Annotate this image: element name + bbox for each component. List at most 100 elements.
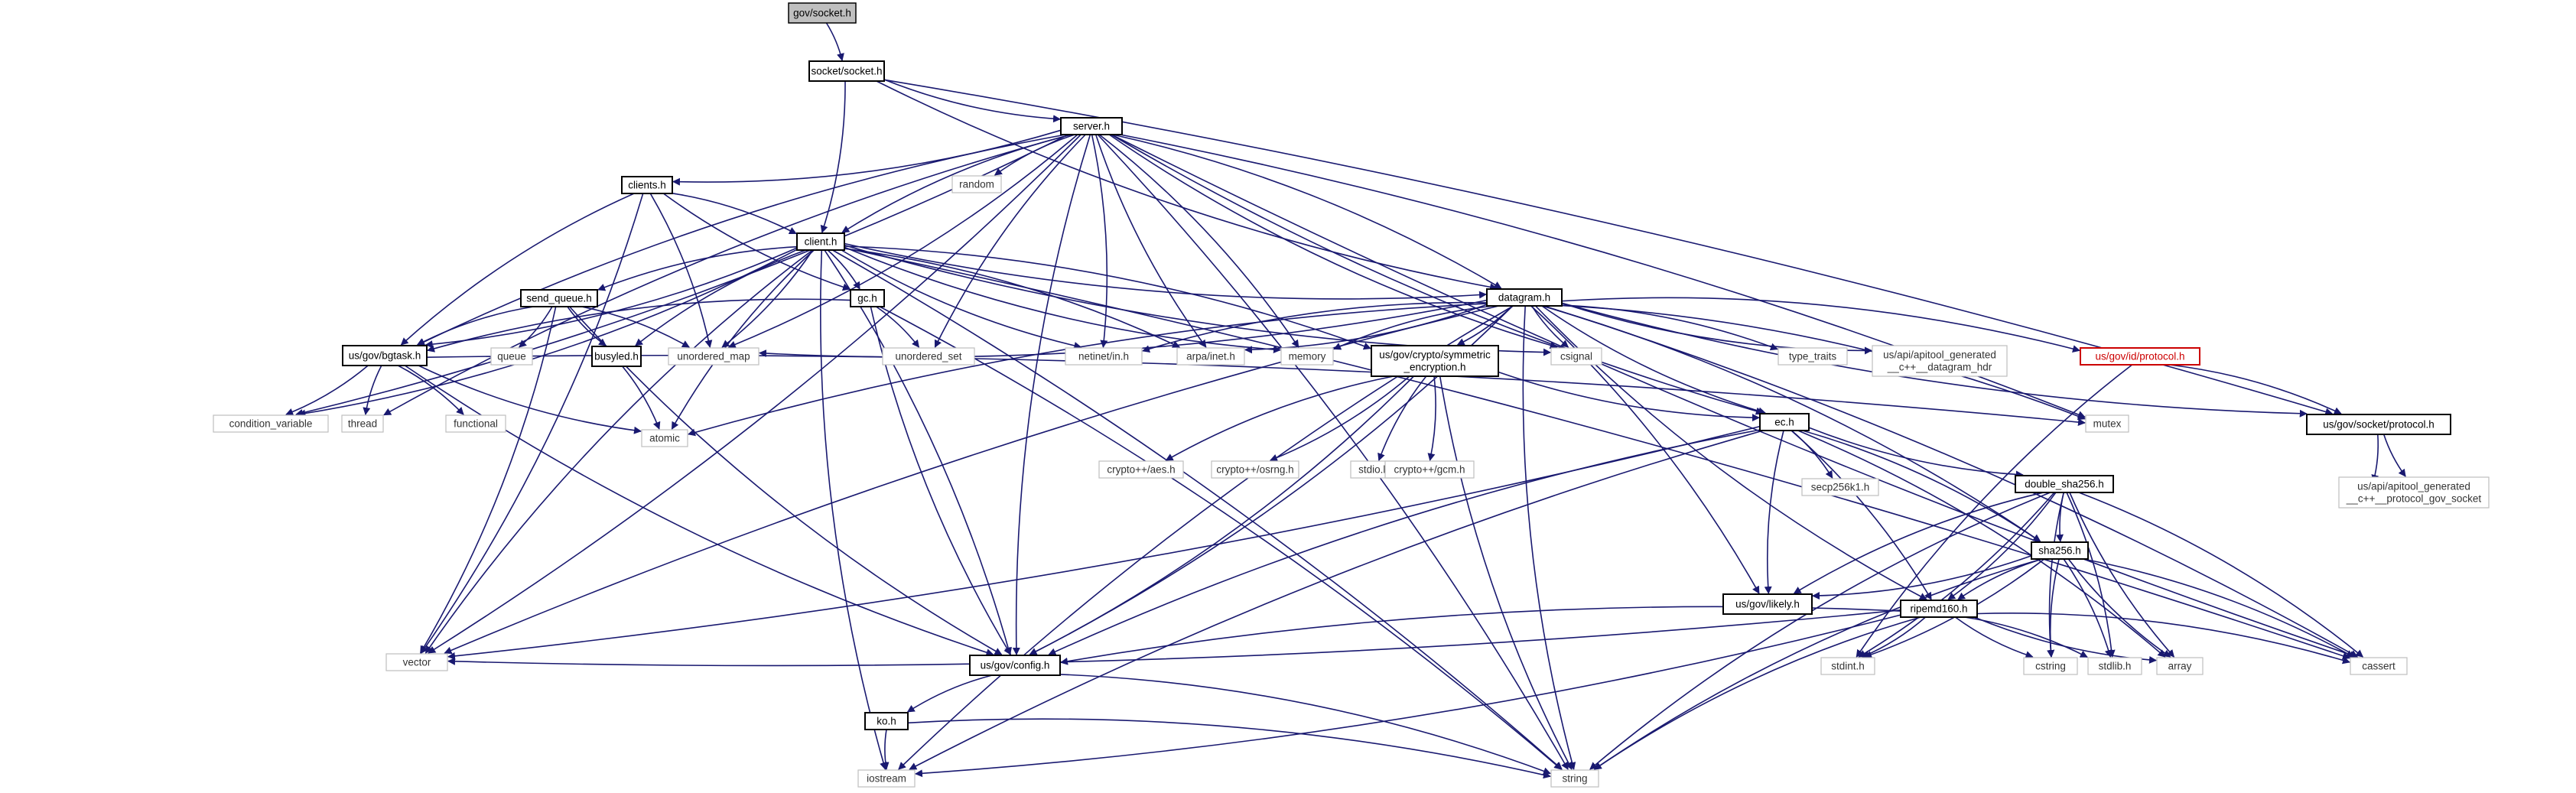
node-ko[interactable]: ko.h [864,712,909,730]
edge-datagram-to-ec [1541,305,1766,415]
node-likely[interactable]: us/gov/likely.h [1722,593,1813,615]
node-ec[interactable]: ec.h [1759,413,1810,431]
node-label-stdio: stdio.h [1358,464,1389,476]
edge-client-to-netinet [841,249,1082,349]
node-server[interactable]: server.h [1060,117,1123,135]
edge-config-to-string [1059,674,1551,775]
node-csignal: csignal [1550,347,1602,366]
node-config[interactable]: us/gov/config.h [969,655,1061,676]
edge-client-to-iostream [820,249,887,770]
node-box-array [2156,657,2204,675]
edge-sha256-to-string [1593,558,2042,770]
edge-busyled-to-atomic [622,366,661,430]
node-box-likely [1722,593,1813,615]
node-box-type_traits [1778,347,1848,366]
node-functional: functional [445,414,506,433]
edge-datagram-to-arpa [1244,304,1488,354]
node-label-mutex: mutex [2093,418,2122,430]
node-label-secp: secp256k1.h [1811,482,1870,493]
edge-client-to-symenc [844,245,1371,350]
edge-ripemd-to-stdlib [1964,616,2088,658]
node-datagram[interactable]: datagram.h [1486,288,1563,307]
node-secp: secp256k1.h [1801,478,1879,496]
node-label-bgtask: us/gov/bgtask.h [349,350,421,362]
node-label-type_traits: type_traits [1789,351,1837,362]
edge-client-to-cassert [844,247,2350,660]
edge-ripemd-to-cassert [1976,613,2350,665]
node-unordered_set: unordered_set [882,347,975,366]
node-label-thread: thread [348,418,377,430]
node-label-likely: us/gov/likely.h [1735,599,1800,610]
node-label-symenc: _encryption.h [1403,362,1465,373]
edge-sock_protocol-to-apitool_sock [2382,434,2406,477]
edge-send_queue-to-queue [519,306,553,348]
edge-ec-to-sha256 [1802,430,2041,542]
node-dsha[interactable]: double_sha256.h [2015,475,2114,493]
node-queue: queue [490,347,533,366]
node-box-random [951,175,1002,193]
node-cassert: cassert [2350,657,2408,675]
edge-datagram-to-cassert [1543,305,2359,658]
node-ripemd[interactable]: ripemd160.h [1900,600,1978,618]
edge-sha256-to-cstring [2047,558,2060,658]
node-label-memory: memory [1289,351,1326,362]
node-bgtask[interactable]: us/gov/bgtask.h [342,345,428,366]
node-box-apitool_sock [2338,476,2490,509]
node-random: random [951,175,1002,193]
edge-symenc-to-stdio [1377,375,1427,461]
node-box-unordered_map [668,347,759,366]
edge-gc-to-string [879,306,1563,770]
node-label-csignal: csignal [1560,351,1592,362]
node-label-gov_socket: gov/socket.h [793,8,851,19]
node-label-socket_socket: socket/socket.h [811,66,882,77]
node-label-ko: ko.h [877,716,896,727]
node-label-gc: gc.h [857,293,877,304]
node-gc[interactable]: gc.h [850,289,885,307]
node-symenc[interactable]: us/gov/crypto/symmetric_encryption.h [1371,345,1499,377]
edge-datagram-to-memory [1333,305,1494,350]
node-label-sock_protocol: us/gov/socket/protocol.h [2323,419,2435,431]
edge-send_queue-to-vector [420,306,557,654]
edge-server-to-unordered_set [934,134,1086,348]
node-sock_protocol[interactable]: us/gov/socket/protocol.h [2306,414,2451,435]
edge-layer [285,22,2406,779]
edge-client-to-arpa [844,248,1181,348]
node-label-apitool_dgram: __c++__datagram_hdr [1887,362,1992,373]
edge-client-to-string [832,249,1563,770]
node-label-sha256: sha256.h [2038,545,2081,557]
node-box-client [796,232,845,251]
node-clients[interactable]: clients.h [621,176,673,194]
edge-server-to-thread [383,134,1072,416]
edge-symenc-to-string [1439,375,1573,770]
node-gov_socket[interactable]: gov/socket.h [788,2,857,24]
node-label-gcm: crypto++/gcm.h [1394,464,1465,476]
edge-sha256-to-stdlib [2063,558,2113,658]
edge-symenc-to-gcm [1427,375,1436,461]
node-label-osrng: crypto++/osrng.h [1216,464,1293,476]
node-client[interactable]: client.h [796,232,845,251]
node-box-thread [341,414,384,433]
edge-send_queue-to-busyled [567,306,607,346]
node-type_traits: type_traits [1778,347,1848,366]
node-sha256[interactable]: sha256.h [2031,541,2089,560]
node-busyled[interactable]: busyled.h [591,346,642,367]
edge-datagram-to-csignal [1531,305,1569,348]
node-send_queue[interactable]: send_queue.h [520,289,598,307]
node-box-apitool_dgram [1872,345,2008,377]
node-thread: thread [341,414,384,433]
node-box-ec [1759,413,1810,431]
node-label-apitool_dgram: us/api/apitool_generated [1883,349,1996,361]
node-id_protocol[interactable]: us/gov/id/protocol.h [2080,347,2200,366]
edge-gov_socket-to-socket_socket [825,22,844,61]
node-netinet: netinet/in.h [1065,347,1143,366]
node-label-busyled: busyled.h [594,351,639,362]
node-box-gc [850,289,885,307]
edge-bgtask-to-condvar [285,365,369,416]
node-condvar: condition_variable [213,414,329,433]
edge-dsha-to-array [2069,492,2175,658]
node-label-ripemd: ripemd160.h [1910,603,1967,615]
node-socket_socket[interactable]: socket/socket.h [808,60,885,82]
node-label-netinet: netinet/in.h [1078,351,1129,362]
node-box-mutex [2085,414,2129,433]
edge-ec-to-dsha [1808,427,2024,479]
